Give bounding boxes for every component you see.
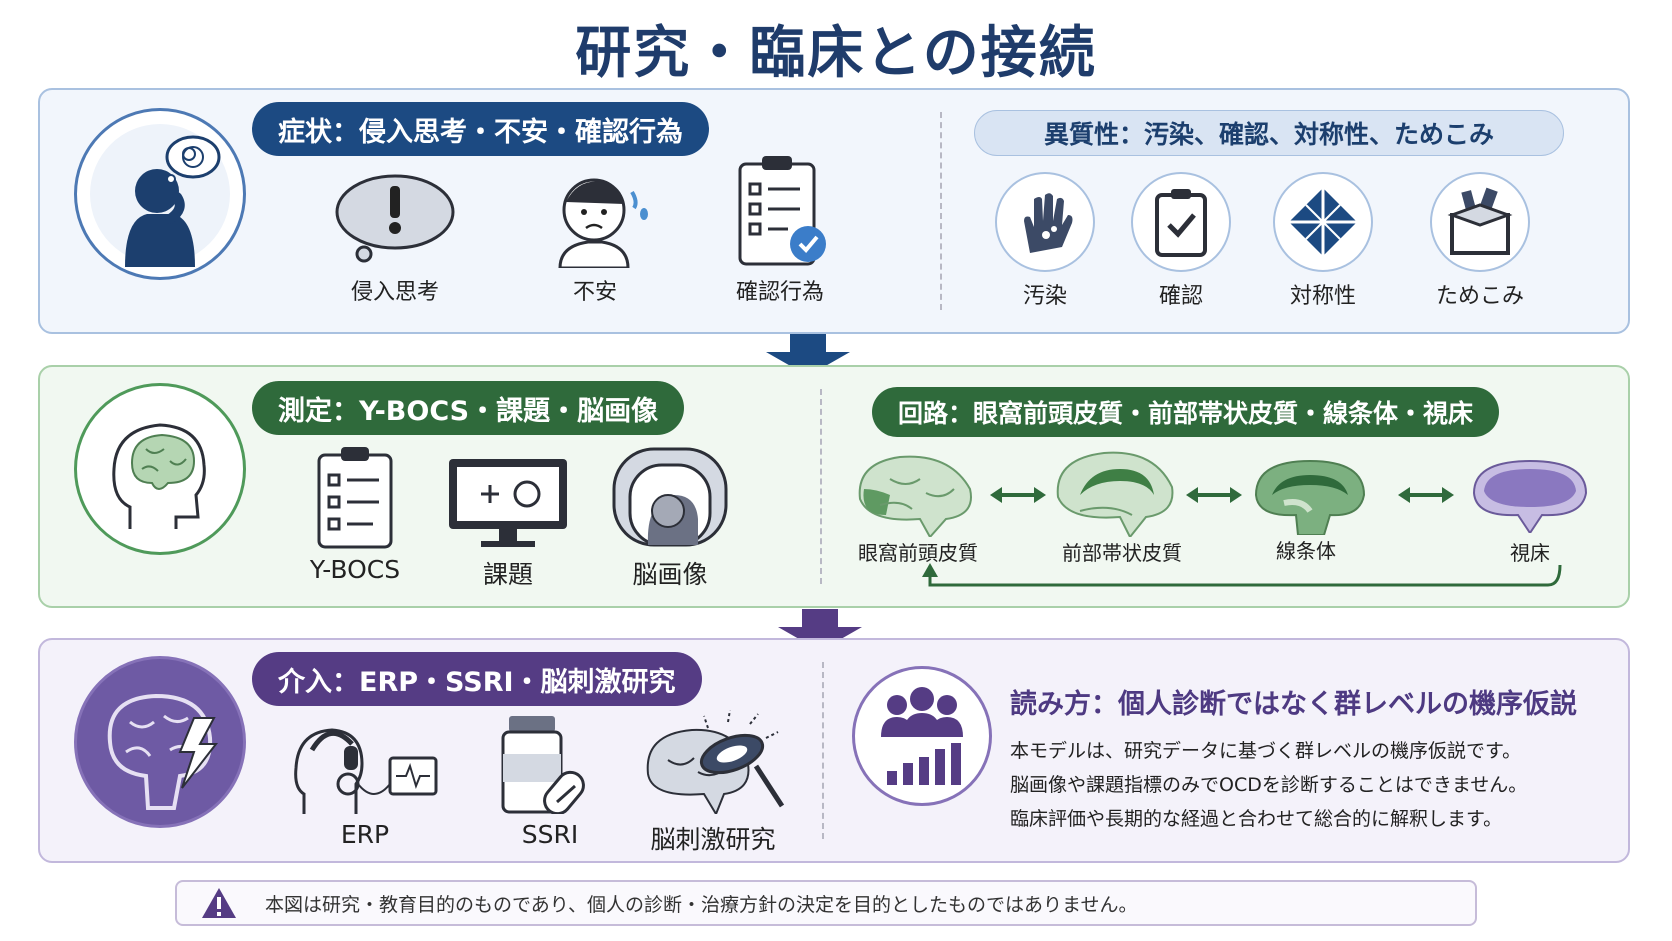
ybocs-label: Y-BOCS	[309, 555, 401, 584]
arrow-down-icon	[766, 334, 850, 376]
mri-scanner-icon	[612, 447, 728, 547]
symmetry-label: 対称性	[1289, 284, 1356, 309]
intervention-heading: 介入：ERP・SSRI・脳刺激研究	[252, 652, 702, 706]
task-label: 課題	[482, 560, 533, 589]
interpretation-title: 読み方：個人診断ではなく群レベルの機序仮説	[1010, 689, 1577, 720]
feedback-loop-arrow	[922, 563, 1562, 587]
thought-bubble-icon	[335, 174, 455, 263]
interpretation-line: 脳画像や課題指標のみでOCDを診断することはできません。	[1010, 774, 1528, 796]
head-brain-icon	[74, 383, 246, 555]
check-clipboard-icon	[1155, 189, 1207, 257]
panel3-divider	[822, 662, 824, 839]
double-arrow-icon	[1186, 487, 1242, 503]
brain-imaging-item: 脳画像	[605, 445, 735, 591]
warning-icon	[202, 888, 236, 918]
ssri-label: SSRI	[521, 820, 579, 849]
interpretation-line: 臨床評価や長期的な経過と合わせて総合的に解釈します。	[1010, 808, 1503, 830]
checking-type-item: 確認	[1128, 172, 1234, 310]
disclaimer-notice: 本図は研究・教育目的のものであり、個人の診断・治療方針の決定を目的としたものでは…	[175, 880, 1477, 926]
monitor-icon	[449, 459, 567, 547]
medication-bottle-icon	[501, 716, 585, 814]
brain-stimulation-label: 脳刺激研究	[650, 825, 776, 854]
intervention-panel: 介入：ERP・SSRI・脳刺激研究 ERP SSRI	[38, 638, 1630, 863]
checking-type-label: 確認	[1158, 284, 1203, 309]
intrusive-thought-label: 侵入思考	[350, 280, 439, 305]
worried-face-icon	[558, 178, 648, 268]
headphones-monitor-icon	[294, 728, 438, 814]
group-data-icon	[852, 666, 992, 806]
brain-stimulation-item: 脳刺激研究	[638, 710, 788, 856]
symptoms-panel: 症状：侵入思考・不安・確認行為 侵入思考 不安	[38, 88, 1630, 334]
checklist-clipboard-icon	[738, 156, 826, 266]
anterior-cingulate-label: 前部帯状皮質	[1062, 541, 1182, 565]
panel2-divider	[820, 389, 822, 584]
erp-item: ERP	[290, 714, 440, 849]
checking-label: 確認行為	[735, 280, 824, 305]
ssri-item: SSRI	[490, 714, 610, 849]
orbitofrontal-brain-icon	[858, 455, 972, 537]
contamination-item: 汚染	[992, 172, 1098, 310]
striatum-brain-icon	[1254, 459, 1366, 535]
checking-item: 確認行為	[715, 154, 845, 306]
contamination-label: 汚染	[1022, 284, 1067, 309]
ybocs-clipboard-icon	[317, 447, 393, 549]
brain-lightning-icon	[74, 656, 246, 828]
interpretation-line: 本モデルは、研究データに基づく群レベルの機序仮説です。	[1010, 740, 1522, 762]
brain-imaging-label: 脳画像	[632, 560, 708, 589]
disclaimer-text: 本図は研究・教育目的のものであり、個人の診断・治療方針の決定を目的としたものでは…	[265, 893, 1138, 916]
circuit-heading: 回路：眼窩前頭皮質・前部帯状皮質・線条体・視床	[872, 387, 1500, 437]
anxiety-label: 不安	[572, 280, 617, 305]
thalamus-label: 視床	[1510, 541, 1550, 565]
striatum-label: 線条体	[1276, 539, 1336, 563]
erp-label: ERP	[340, 820, 390, 849]
hoarding-item: ためこみ	[1420, 172, 1540, 310]
ybocs-item: Y-BOCS	[295, 445, 415, 584]
page-title: 研究・臨床との接続	[575, 21, 1097, 86]
hoarding-label: ためこみ	[1435, 284, 1524, 309]
symmetry-item: 対称性	[1270, 172, 1376, 310]
orbitofrontal-label: 眼窩前頭皮質	[858, 541, 978, 565]
symmetry-diamond-icon	[1289, 188, 1357, 256]
thinking-person-icon	[74, 108, 246, 280]
measurement-panel: 測定：Y-BOCS・課題・脳画像 Y-BOCS 課題	[38, 365, 1630, 608]
intrusive-thought-item: 侵入思考	[330, 168, 460, 306]
task-item: 課題	[445, 455, 571, 591]
anterior-cingulate-brain-icon	[1056, 451, 1174, 537]
anxiety-item: 不安	[530, 168, 660, 306]
panel1-divider	[940, 112, 942, 310]
measurement-heading: 測定：Y-BOCS・課題・脳画像	[252, 381, 685, 435]
brain-stimulation-icon	[646, 710, 785, 814]
double-arrow-icon	[990, 487, 1046, 503]
symptoms-heading: 症状：侵入思考・不安・確認行為	[252, 102, 709, 156]
heterogeneity-heading: 異質性：汚染、確認、対称性、ためこみ	[974, 110, 1564, 156]
thalamus-brain-icon	[1472, 459, 1588, 533]
hoarding-box-icon	[1447, 187, 1513, 255]
hand-germs-icon	[1024, 193, 1073, 253]
double-arrow-icon	[1398, 487, 1454, 503]
